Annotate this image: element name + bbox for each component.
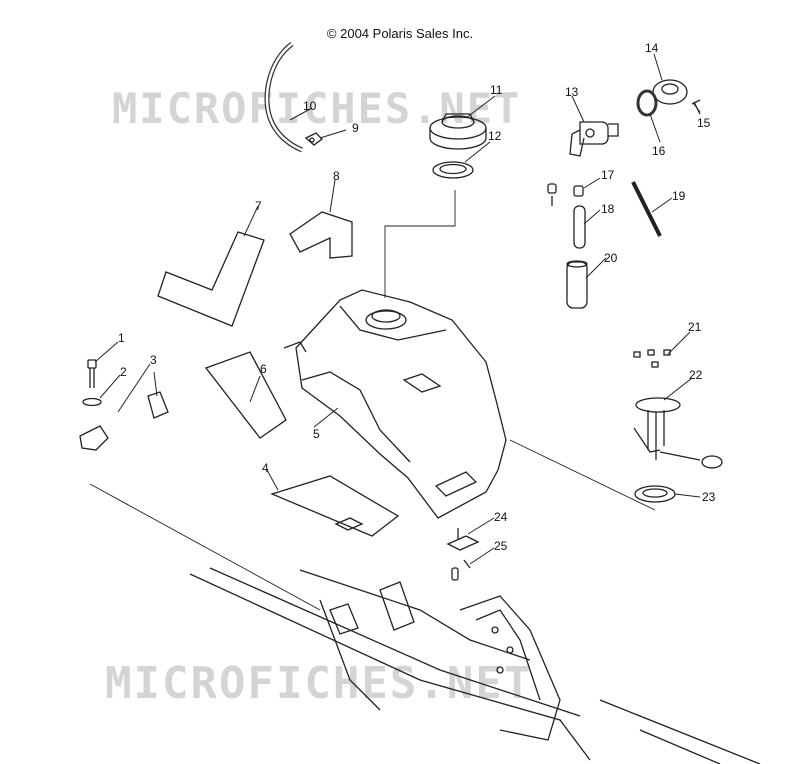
callout-8: 8 (333, 169, 340, 183)
frame-chassis (189, 567, 761, 764)
part-11-fuel-cap (429, 113, 487, 150)
part-7-pad (157, 231, 265, 327)
callout-14: 14 (645, 41, 659, 55)
watermark-bottom: MICROFICHES.NET (105, 658, 533, 709)
connector-lines (89, 190, 656, 611)
part-25-fitting (451, 559, 471, 581)
watermark-top: MICROFICHES.NET (112, 84, 522, 133)
part-1-bolt (87, 359, 97, 388)
callout-7: 7 (255, 199, 262, 213)
part-18-tube (573, 205, 586, 249)
part-23-gasket (634, 485, 676, 503)
callout-23: 23 (702, 490, 716, 504)
callout-1: 1 (118, 331, 125, 345)
callout-10: 10 (303, 99, 317, 113)
callout-6: 6 (260, 362, 267, 376)
part-6-panel (204, 351, 287, 439)
callout-24: 24 (494, 510, 508, 524)
callout-9: 9 (352, 121, 359, 135)
callout-20: 20 (604, 251, 618, 265)
part-16-o-ring (636, 89, 658, 117)
part-9-clamp (304, 132, 323, 146)
part-10-vent-hose (264, 41, 304, 153)
part-2-washer (82, 397, 102, 407)
part-5-fuel-tank (283, 289, 507, 519)
part-20-filter-tube (566, 260, 588, 309)
callout-2: 2 (120, 365, 127, 379)
callout-12: 12 (488, 129, 502, 143)
callout-22: 22 (689, 368, 703, 382)
callout-17: 17 (601, 168, 615, 182)
part-24-bracket (446, 528, 480, 551)
part-22-fuel-pump (633, 397, 723, 469)
part-21-screws (633, 349, 671, 368)
callout-4: 4 (262, 461, 269, 475)
callout-11: 11 (490, 83, 503, 97)
part-19-rod (631, 181, 662, 237)
callout-16: 16 (652, 144, 666, 158)
callout-21: 21 (688, 320, 702, 334)
leader-lines (94, 53, 701, 565)
part-14-cover (652, 79, 688, 105)
part-4-pad (270, 475, 400, 537)
callout-5: 5 (313, 427, 320, 441)
callout-3: 3 (150, 353, 157, 367)
callout-25: 25 (494, 539, 508, 553)
part-3-bracket (79, 391, 169, 451)
callout-18: 18 (601, 202, 615, 216)
copyright-notice: © 2004 Polaris Sales Inc. (326, 26, 474, 41)
callout-13: 13 (565, 85, 579, 99)
callout-labels: 1 2 3 4 5 6 7 8 9 10 11 12 13 14 15 16 1… (118, 41, 716, 553)
callout-15: 15 (697, 116, 711, 130)
part-8-hose (289, 211, 353, 259)
part-13-valve (569, 121, 619, 157)
part-17-fitting (547, 183, 584, 206)
part-12-gasket (432, 161, 474, 179)
callout-19: 19 (672, 189, 686, 203)
